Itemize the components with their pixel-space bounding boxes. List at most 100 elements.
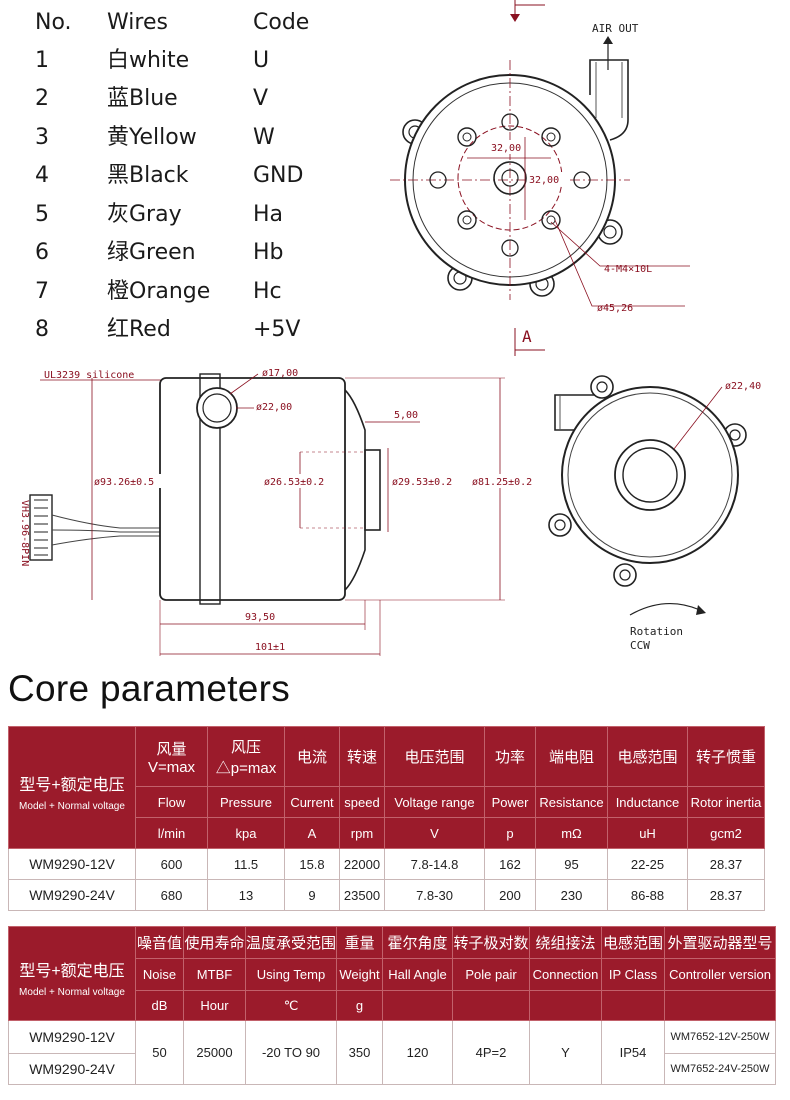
col-header-zh: 转子惯重 [687, 726, 765, 787]
value-cell: -20 TO 90 [244, 1020, 338, 1085]
mount-hole [596, 381, 608, 393]
wire-color: 蓝Blue [107, 86, 178, 111]
col-header-unit [452, 990, 531, 1021]
screw-hole-inner [462, 132, 472, 142]
table-header-row-zh: 型号+额定电压 Model + Normal voltage 噪音值 使用寿命 … [8, 926, 777, 1021]
col-header-en: Hall Angle [382, 958, 454, 991]
housing-inner [567, 392, 733, 558]
wire-color: 绿Green [107, 240, 196, 265]
wire-code: Hc [253, 279, 282, 304]
col-header-unit [529, 990, 603, 1021]
col-header-unit: rpm [339, 817, 385, 849]
mount-ear [613, 563, 637, 587]
col-header-unit: g [336, 990, 384, 1021]
col-header-en: Current [284, 786, 340, 818]
rotation-arrow [629, 602, 701, 616]
col-header-unit [382, 990, 454, 1021]
cable-wire [51, 535, 160, 546]
dim-d26: ø26.53±0.2 [264, 477, 324, 488]
value-cell: 7.8-30 [384, 879, 485, 911]
value-cell: 15.8 [284, 848, 340, 880]
col-header-zh: 转速 [339, 726, 385, 787]
top-view-drawing: AIR OUT 32,00 32,00 4-M4×10L ø45,26 A [390, 0, 690, 356]
wire-code: U [253, 48, 270, 73]
col-header-zh: 使用寿命 [183, 926, 246, 959]
screw-hole [541, 127, 561, 147]
wire-no: 5 [35, 202, 49, 227]
value-cell: 95 [535, 848, 608, 880]
housing-outline [561, 386, 739, 564]
col-header-en: Connection [529, 958, 603, 991]
col-header-unit: ℃ [244, 990, 338, 1021]
dim-32-h: 32,00 [491, 143, 521, 154]
col-header-unit: V [384, 817, 485, 849]
leader-d17 [229, 373, 259, 395]
col-header-en: Inductance [607, 786, 688, 818]
wire-no: 7 [35, 279, 49, 304]
flange [199, 373, 221, 605]
header-no: No. [35, 10, 72, 35]
dim-bg [527, 172, 567, 186]
screw-hole [501, 113, 519, 131]
model-cell: WM9290-24V [8, 1053, 136, 1085]
dim-d22: ø22,00 [256, 402, 292, 413]
motor-cap [344, 389, 366, 591]
leader-circle [554, 219, 685, 307]
value-cell: 9 [284, 879, 340, 911]
col-header-en: Resistance [535, 786, 608, 818]
wire-no: 8 [35, 317, 49, 342]
col-header-en: MTBF [183, 958, 246, 991]
side-view-drawing: UL3239 silicone VH3.96-8PIN ø17,00 ø22,0… [19, 368, 542, 656]
col-header-zh: 霍尔角度 [382, 926, 454, 959]
col-header-zh: 温度承受范围 [244, 926, 338, 959]
col-header-zh: 风压△p=max [207, 726, 285, 787]
screw-hole [429, 171, 447, 189]
value-cell: 23500 [339, 879, 385, 911]
leader-d22 [673, 386, 723, 450]
cable-wire [51, 529, 160, 533]
model-header-en: Model + Normal voltage [19, 987, 125, 998]
wire-code: Hb [253, 240, 284, 265]
value-cell: 13 [207, 879, 285, 911]
col-header-zh: 绕组接法 [529, 926, 603, 959]
dim-d22-front: ø22,40 [725, 381, 761, 392]
value-cell: 7.8-14.8 [384, 848, 485, 880]
inlet-inner [622, 447, 678, 503]
col-header-unit [601, 990, 666, 1021]
col-header-zh: 功率 [484, 726, 536, 787]
outlet-bore [202, 393, 232, 423]
center-bore [501, 169, 519, 187]
connector-label: VH3.96-8PIN [19, 500, 30, 566]
cable-wire [51, 514, 160, 529]
value-cell: 28.37 [687, 879, 765, 911]
wire-color: 橙Orange [107, 279, 211, 304]
wire-code-list: No. Wires Code 1 白white U 2 蓝Blue V 3 黄Y… [0, 0, 340, 350]
controller-cell: WM7652-24V-250W [664, 1053, 777, 1085]
model-cell: WM9290-12V [8, 848, 136, 880]
wire-code: Ha [253, 202, 284, 227]
col-header-en: Flow [135, 786, 208, 818]
col-header-en: Controller version [664, 958, 777, 991]
dim-bg [470, 474, 542, 488]
table-header-row-en: Noise MTBF Using Temp Weight Hall Angle … [9, 958, 777, 991]
value-cell: 28.37 [687, 848, 765, 880]
col-header-en: Using Temp [244, 958, 338, 991]
controller-cell: WM7652-12V-250W [664, 1020, 777, 1054]
col-header-unit: A [284, 817, 340, 849]
screw-hole [501, 239, 519, 257]
col-header-zh: 电压范围 [384, 726, 485, 787]
col-header-unit: uH [607, 817, 688, 849]
dim-len101: 101±1 [255, 642, 285, 653]
mount-ear [590, 375, 614, 399]
front-view-drawing: ø22,40 Rotation CCW [548, 375, 761, 652]
screw-hole [457, 210, 477, 230]
wire-color: 黑Black [107, 163, 189, 188]
value-cell: 22000 [339, 848, 385, 880]
col-header-zh: 电流 [284, 726, 340, 787]
dim-d29: ø29.53±0.2 [392, 477, 452, 488]
col-header-en: Pole pair [452, 958, 531, 991]
wire-color: 白white [107, 48, 190, 73]
dim-bg [488, 140, 532, 154]
wire-no: 6 [35, 240, 49, 265]
table-header-row-zh: 型号+额定电压 Model + Normal voltage 风量V=max 风… [8, 726, 765, 849]
